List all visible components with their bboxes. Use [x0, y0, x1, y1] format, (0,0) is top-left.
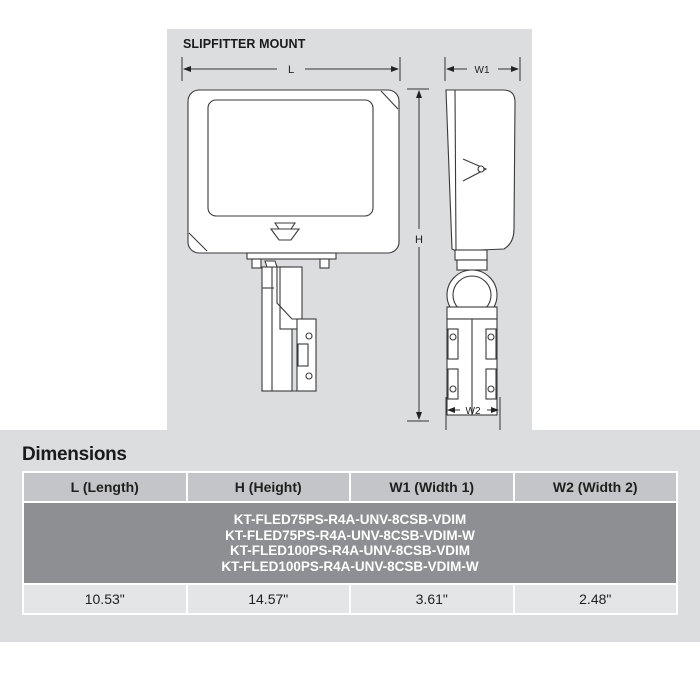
column-header-width2: W2 (Width 2): [512, 471, 678, 503]
dimensions-panel: Dimensions L (Length) H (Height) W1 (Wid…: [0, 430, 700, 642]
column-header-width1: W1 (Width 1): [349, 471, 515, 503]
height-dimension: [407, 88, 429, 422]
length-label: L: [288, 64, 294, 76]
length-value: 10.53": [22, 583, 188, 615]
model-number: KT-FLED100PS-R4A-UNV-8CSB-VDIM-W: [221, 558, 479, 574]
side-view: [445, 89, 516, 416]
values-row: 10.53" 14.57" 3.61" 2.48": [22, 583, 678, 615]
column-header-length: L (Length): [22, 471, 188, 503]
length-dimension: [181, 57, 401, 81]
width2-label: W2: [466, 406, 481, 417]
column-header-height: H (Height): [185, 471, 351, 503]
table-header-row: L (Length) H (Height) W1 (Width 1) W2 (W…: [22, 471, 678, 503]
front-view: [187, 89, 400, 392]
mount-title: SLIPFITTER MOUNT: [183, 37, 306, 51]
width1-label: W1: [475, 65, 490, 76]
height-value: 14.57": [185, 583, 351, 615]
model-number: KT-FLED75PS-R4A-UNV-8CSB-VDIM-W: [225, 527, 475, 543]
dimensions-table: L (Length) H (Height) W1 (Width 1) W2 (W…: [22, 471, 678, 615]
width2-value: 2.48": [512, 583, 678, 615]
model-row: KT-FLED75PS-R4A-UNV-8CSB-VDIM KT-FLED75P…: [22, 501, 678, 585]
height-label: H: [415, 234, 423, 246]
width1-value: 3.61": [349, 583, 515, 615]
width2-dimension: [445, 397, 501, 430]
diagram-panel: SLIPFITTER MOUNT L W1: [167, 29, 532, 430]
width1-dimension: [444, 57, 521, 81]
model-number: KT-FLED100PS-R4A-UNV-8CSB-VDIM: [229, 543, 471, 558]
model-list: KT-FLED75PS-R4A-UNV-8CSB-VDIM KT-FLED75P…: [22, 501, 678, 585]
fixture-diagram: L W1: [181, 57, 521, 430]
model-number: KT-FLED75PS-R4A-UNV-8CSB-VDIM: [233, 512, 467, 527]
dimensions-title: Dimensions: [22, 444, 127, 465]
